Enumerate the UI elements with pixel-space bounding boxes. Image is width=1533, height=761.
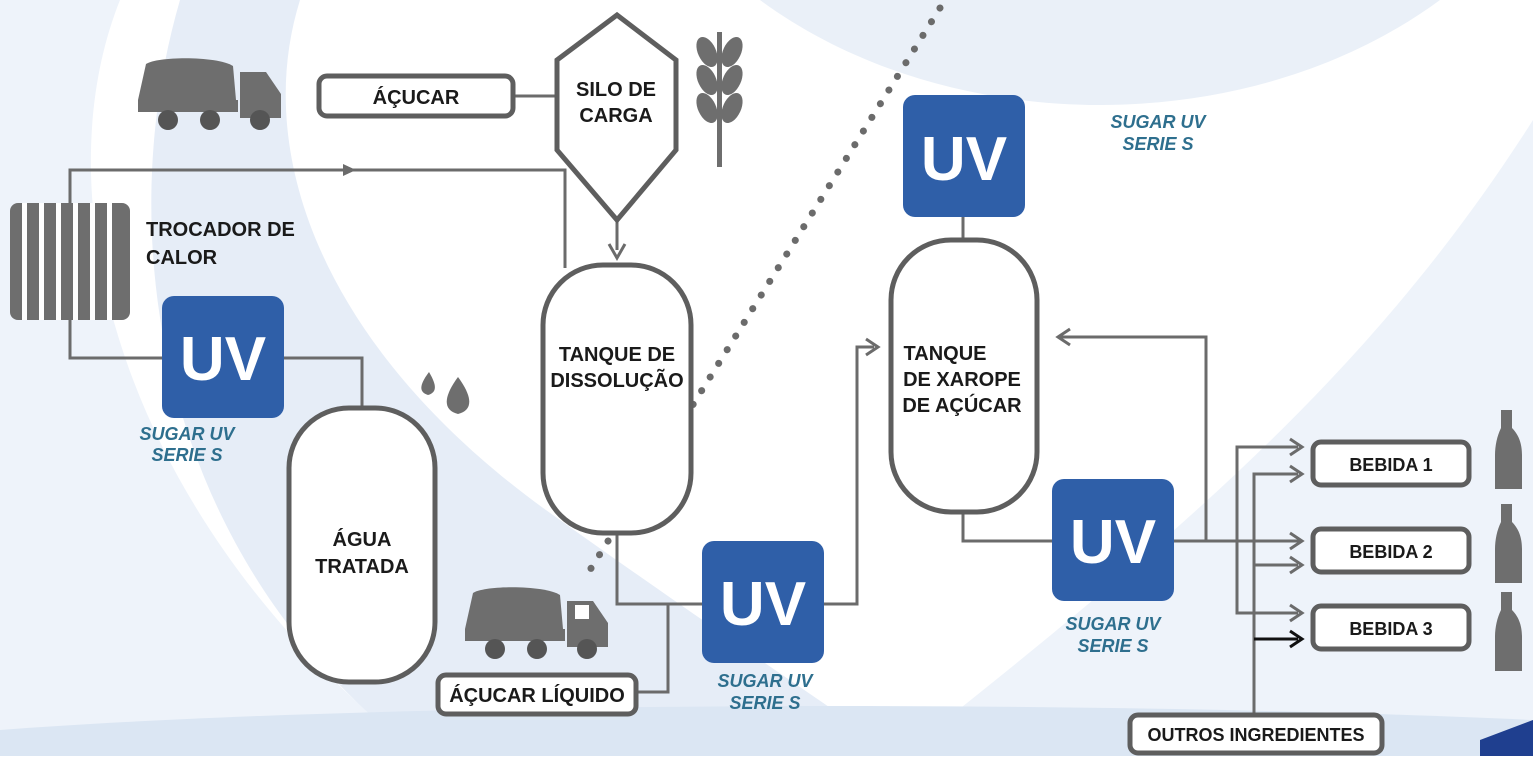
uv-caption-line1: SUGAR UV <box>1110 112 1207 132</box>
acucar-liquido-label: ÁÇUCAR LÍQUIDO <box>449 684 625 707</box>
uv-caption-line1: SUGAR UV <box>1065 614 1162 634</box>
heat-exchanger-icon <box>10 203 130 320</box>
bebida-3-box: BEBIDA 3 <box>1310 603 1472 652</box>
acucar-label: ÁÇUCAR <box>373 86 460 109</box>
bebida-3-label: BEBIDA 3 <box>1349 619 1432 639</box>
outros-ingredientes-box: OUTROS INGREDIENTES <box>1127 712 1385 756</box>
bebida-2-box: BEBIDA 2 <box>1310 526 1472 575</box>
bottle-icon <box>1495 504 1522 583</box>
silo-label-line1: SILO DE <box>576 79 656 101</box>
bottle-icon <box>1495 410 1522 489</box>
wheat-icon <box>696 32 743 167</box>
uv-caption-line2: SERIE S <box>1077 636 1148 656</box>
xarope-label-line2: DE XAROPE <box>903 369 1021 391</box>
uv-label: UV <box>1070 508 1156 577</box>
uv-caption-line2: SERIE S <box>729 693 800 713</box>
uv-label: UV <box>720 570 806 639</box>
pipes <box>68 94 1305 713</box>
truck-icon <box>465 587 608 659</box>
trocador-label-line1: TROCADOR DE <box>146 219 295 241</box>
dissolucao-label-line2: DISSOLUÇÃO <box>550 369 683 392</box>
water-drops-icon <box>421 372 470 414</box>
acucar-box: ÁÇUCAR <box>316 73 516 119</box>
xarope-label-line1: TANQUE <box>904 343 987 365</box>
uv-unit-2: UV SUGAR UV SERIE S <box>903 95 1207 217</box>
truck-icon <box>138 58 281 130</box>
outros-label: OUTROS INGREDIENTES <box>1147 725 1364 745</box>
dissolucao-label-line1: TANQUE DE <box>559 344 675 366</box>
agua-tratada-tank: ÁGUA TRATADA <box>286 405 438 685</box>
uv-caption-line1: SUGAR UV <box>139 424 236 444</box>
uv-caption-line2: SERIE S <box>1122 134 1193 154</box>
uv-label: UV <box>180 325 266 394</box>
agua-label-line1: ÁGUA <box>333 528 392 551</box>
uv-caption-line1: SUGAR UV <box>717 671 814 691</box>
trocador-label-line2: CALOR <box>146 247 218 269</box>
bottle-icon <box>1495 592 1522 671</box>
uv-unit-4: UV SUGAR UV SERIE S <box>1052 479 1174 656</box>
tanque-dissolucao: TANQUE DE DISSOLUÇÃO <box>540 262 694 536</box>
silo-label-line2: CARGA <box>579 105 652 127</box>
uv-unit-3: UV SUGAR UV SERIE S <box>702 541 824 713</box>
divider-dotted-line <box>581 4 944 582</box>
acucar-liquido-box: ÁÇUCAR LÍQUIDO <box>435 672 639 717</box>
tanque-xarope: TANQUE DE XAROPE DE AÇÚCAR <box>888 237 1040 515</box>
silo-de-carga: SILO DE CARGA <box>554 11 679 224</box>
uv-unit-1: UV SUGAR UV SERIE S <box>139 296 284 465</box>
uv-caption-line2: SERIE S <box>151 445 222 465</box>
xarope-label-line3: DE AÇÚCAR <box>902 393 1022 417</box>
bebida-1-label: BEBIDA 1 <box>1349 455 1432 475</box>
trocador-de-calor-label: TROCADOR DE CALOR <box>146 219 295 269</box>
agua-label-line2: TRATADA <box>315 556 409 578</box>
bebida-1-box: BEBIDA 1 <box>1310 439 1472 488</box>
bebida-2-label: BEBIDA 2 <box>1349 542 1432 562</box>
uv-label: UV <box>921 125 1007 194</box>
